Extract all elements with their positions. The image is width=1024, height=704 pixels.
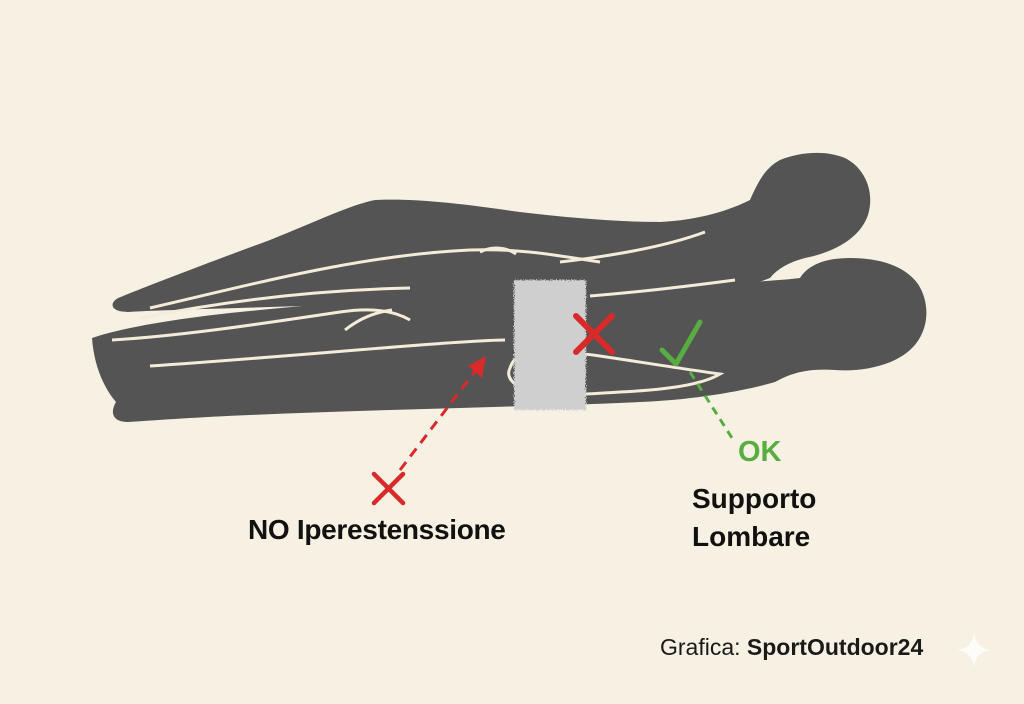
credit-prefix: Grafica: [660, 634, 741, 660]
cross-icon [371, 471, 406, 506]
front-figure-arm-line [111, 308, 411, 342]
front-figure-knee-line [344, 308, 393, 332]
no-hyperextension-label: NO Iperestenssione [248, 514, 506, 545]
front-figure-leg-line [149, 338, 506, 368]
lumbar-support-line-2: Lombare [692, 521, 811, 552]
credit-brand: SportOutdoor24 [746, 634, 924, 660]
back-figure-torso-line [559, 230, 706, 264]
back-figure [112, 152, 871, 320]
back-figure-leg-line [139, 286, 411, 320]
wrong-arrow-head [468, 356, 486, 378]
lumbar-support-line-1: Supporto [692, 483, 817, 514]
cross-icon [573, 313, 615, 355]
back-figure-hand-line [479, 246, 517, 256]
wrong-arrow-line [398, 369, 478, 471]
lumbar-support-label: Supporto Lombare [692, 480, 816, 556]
check-icon [659, 319, 703, 367]
lumbar-cushion [514, 280, 586, 410]
front-figure-silhouette [92, 258, 927, 422]
ok-label: OK [738, 436, 782, 468]
back-figure-arm-line [149, 248, 601, 310]
front-figure-torso-line [589, 278, 736, 298]
credit-line: Grafica: SportOutdoor24 [660, 634, 923, 661]
sparkle-icon [957, 633, 991, 667]
